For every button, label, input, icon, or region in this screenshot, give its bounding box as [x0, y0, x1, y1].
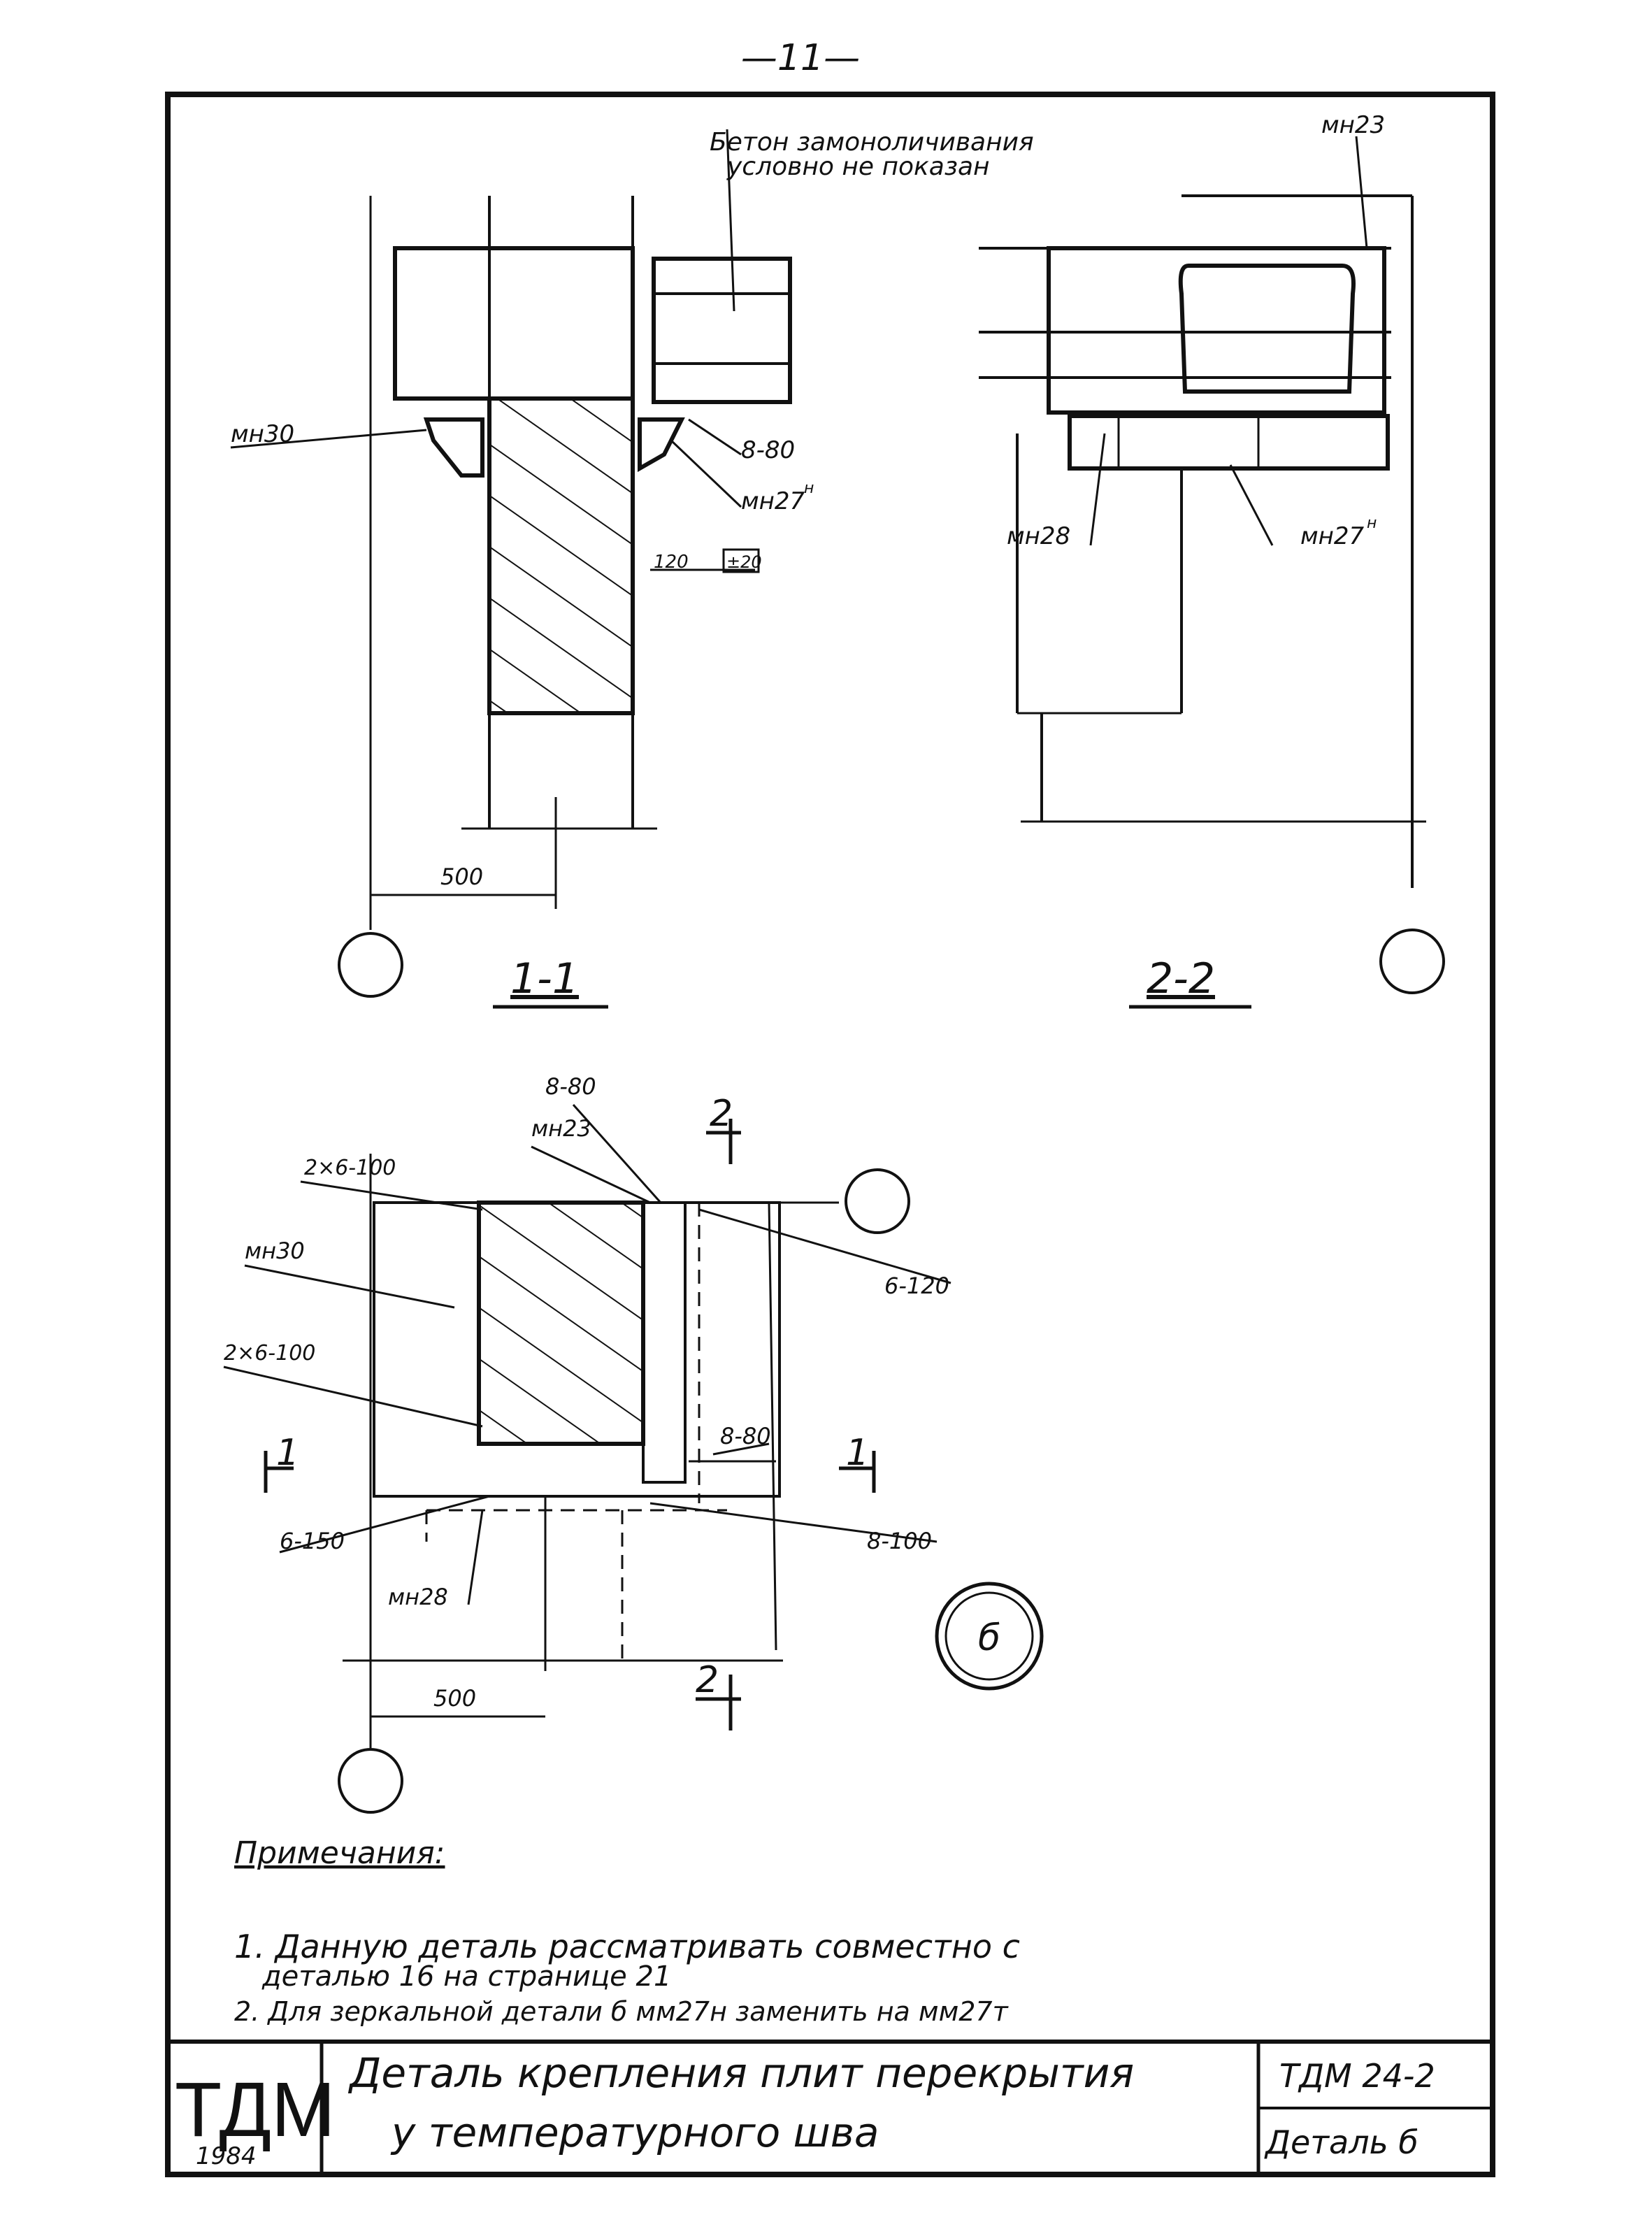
- section-mark-2-top: 2: [710, 1093, 733, 1135]
- section-mark-2-bottom: 2: [696, 1659, 719, 1701]
- logo-tdm: ТДМ: [175, 2067, 336, 2153]
- title-code: ТДМ 24-2: [1279, 2057, 1435, 2095]
- label-mn28-2-2: мн28: [1007, 522, 1070, 550]
- title-line1: Деталь крепления плит перекрытия: [347, 2049, 1134, 2097]
- label-2x6-100-top: 2×6-100: [304, 1156, 396, 1180]
- detail-mark-inner: [944, 1591, 1034, 1681]
- section-mark-1-left: 1: [276, 1432, 299, 1474]
- note-1-line1: 1. Данную деталь рассматривать совместно…: [234, 1928, 1020, 1965]
- dim-120: 120: [654, 552, 689, 573]
- title-block: [168, 2040, 1493, 2174]
- axis-marker-2-2: [1379, 929, 1445, 994]
- note-concrete-line1: Бетон замоноличивания: [710, 128, 1034, 157]
- label-mn27n-sup-2-2: н: [1367, 515, 1377, 532]
- detail-mark-label: б: [978, 1617, 1000, 1659]
- label-8-80-1-1: 8-80: [741, 436, 795, 464]
- sheet-frame: [165, 92, 1495, 2177]
- label-mn27n-sup-1-1: н: [804, 480, 814, 497]
- adjacent-slab: [652, 257, 792, 404]
- note-1-line2: деталью 16 на странице 21: [261, 1961, 671, 1993]
- bracket-left: [423, 417, 484, 478]
- axis-marker-1-1: [338, 932, 403, 998]
- bracket-right: [638, 417, 685, 473]
- title-sheet: Деталь б: [1264, 2123, 1418, 2161]
- crossbar: [1068, 414, 1390, 471]
- section-1-1: [230, 129, 792, 1009]
- label-8-80-plan-top: 8-80: [545, 1073, 596, 1100]
- section-mark-1-right: 1: [846, 1432, 869, 1474]
- label-mn27n-2-2: мн27: [1300, 522, 1365, 550]
- label-mn30-1-1: мн30: [231, 420, 294, 448]
- section-2-2: [979, 136, 1445, 1009]
- section-title-1-1: 1-1: [510, 954, 579, 1003]
- label-mn27n-1-1: мн27: [741, 487, 805, 515]
- page-number: —11—: [741, 37, 860, 79]
- title-line2: у температурного шва: [390, 2109, 879, 2156]
- column: [487, 396, 635, 715]
- plan-view: [223, 1104, 1044, 1814]
- axis-marker-plan-bottom: [338, 1748, 403, 1814]
- detail-mark-outer: [935, 1582, 1044, 1691]
- notes-heading: Примечания:: [234, 1835, 445, 1871]
- dim-tolerance: ±20: [726, 552, 762, 572]
- axis-marker-plan-right: [845, 1168, 910, 1234]
- note-2: 2. Для зеркальной детали б мм27н заменит…: [234, 1996, 1010, 2027]
- plan-column: [477, 1200, 645, 1446]
- floor-slab: [393, 246, 635, 401]
- slab-void: [1178, 264, 1356, 394]
- section-title-2-2: 2-2: [1147, 954, 1215, 1003]
- hollow-core-slab: [1047, 246, 1386, 415]
- label-6-150: 6-150: [280, 1528, 345, 1554]
- title-year: 1984: [196, 2142, 257, 2170]
- label-8-80-plan-bot: 8-80: [720, 1423, 771, 1449]
- label-mn23-2-2: мн23: [1321, 111, 1385, 139]
- dim-500-plan: 500: [433, 1685, 476, 1712]
- label-8-100: 8-100: [867, 1528, 932, 1554]
- note-concrete-line2: условно не показан: [726, 152, 990, 181]
- dim-500-1-1: 500: [440, 863, 483, 890]
- label-mn28-plan: мн28: [388, 1584, 448, 1610]
- label-6-120: 6-120: [884, 1273, 949, 1299]
- label-mn23-plan: мн23: [531, 1115, 591, 1142]
- label-mn30-plan: мн30: [245, 1238, 305, 1264]
- label-2x6-100-bot: 2×6-100: [224, 1341, 315, 1366]
